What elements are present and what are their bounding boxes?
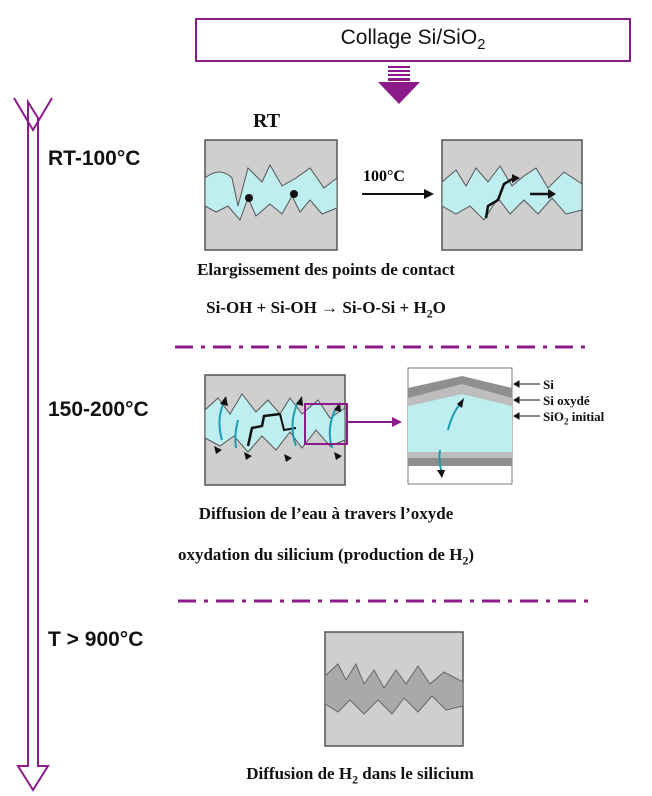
diffusion-box xyxy=(204,374,348,486)
legend-initial-sio2: SiO2 initial xyxy=(543,409,605,427)
caption-reaction: Si-OH + Si-OH → Si-O-Si + H2O xyxy=(206,298,446,321)
heat-arrow xyxy=(362,189,434,199)
caption-contact-points: Elargissement des points de contact xyxy=(197,260,455,279)
legend-leaders xyxy=(513,380,540,420)
final-box xyxy=(324,631,464,747)
legend-oxidized-si: Si oxydé xyxy=(543,393,590,408)
caption-silicon-oxidation: oxydation du silicium (production de H2) xyxy=(177,545,475,568)
caption-water-diffusion: Diffusion de l’eau à travers l’oxyde xyxy=(198,504,454,523)
caption-h2-diffusion: Diffusion de H2 dans le silicium xyxy=(246,764,474,787)
rt-box xyxy=(204,139,338,251)
zoom-box xyxy=(407,367,513,485)
rt-label: RT xyxy=(253,110,281,132)
title-text: Collage Si/SiO2 xyxy=(340,26,486,54)
heat-arrow-label: 100°C xyxy=(363,168,405,185)
title-down-arrow xyxy=(378,66,420,104)
heated-box xyxy=(441,139,583,251)
timeline-arrow xyxy=(16,98,50,792)
zoom-arrow xyxy=(348,417,402,427)
stage-label-rt-100: RT-100°C xyxy=(48,147,141,170)
stage-label-900: T > 900°C xyxy=(48,628,144,651)
legend-si: Si xyxy=(543,377,554,392)
stage-label-150-200: 150-200°C xyxy=(48,398,149,421)
title-box: Collage Si/SiO2 xyxy=(195,18,631,62)
